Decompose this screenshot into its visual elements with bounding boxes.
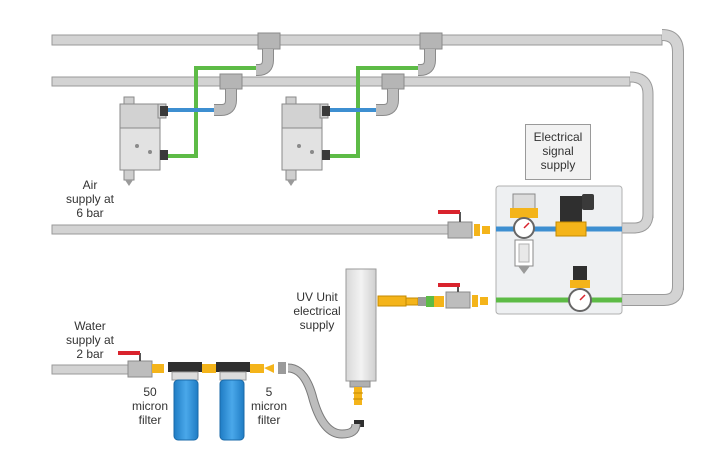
uv-unit-label: UV Unit electrical supply [293, 290, 341, 332]
filter-5-micron-label: 5 micron filter [250, 385, 287, 427]
air-supply-label: Air supply at 6 bar [65, 178, 115, 220]
tee-fitting-lower-2 [376, 73, 405, 116]
air-main-upper [51, 29, 684, 306]
actuator-unit-2 [281, 96, 330, 186]
filter-link-fitting [202, 364, 216, 373]
filter-50-micron-label: 50 micron filter [131, 385, 168, 427]
water-supply-pipe [51, 364, 133, 375]
filter-outlet-fitting [250, 362, 286, 374]
uv-unit [345, 268, 377, 427]
actuator-unit-1 [119, 96, 168, 186]
pressure-regulator [568, 266, 592, 312]
air-supply-pipe [51, 224, 453, 235]
air-shutoff-valve [438, 210, 490, 239]
electrical-signal-label: Electrical signal supply [533, 130, 583, 172]
flexible-hose [287, 363, 361, 439]
air-main-lower [51, 71, 654, 234]
water-supply-label: Water supply at 2 bar [65, 319, 115, 361]
uv-connection-line [377, 283, 488, 309]
filter-housing-50-micron [168, 362, 202, 441]
tee-fitting-upper-1 [256, 32, 281, 76]
solenoid-valve [555, 194, 594, 237]
tee-fitting-upper-2 [418, 32, 443, 76]
filter-regulator [510, 193, 538, 274]
electrical-signal-callout: Electrical signal supply [525, 124, 591, 180]
filter-housing-5-micron [216, 362, 250, 441]
tee-fitting-lower-1 [214, 73, 243, 116]
water-shutoff-valve [118, 351, 164, 378]
